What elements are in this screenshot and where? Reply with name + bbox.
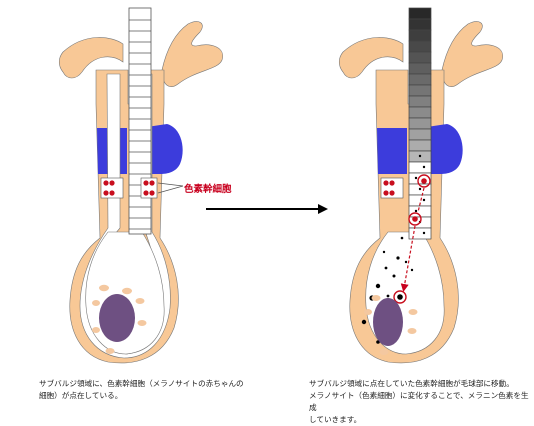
dermal-papilla [373,298,403,346]
melanin-granule [418,187,422,191]
pigmented-segment [408,95,432,108]
hair-shaft-segments [129,19,151,230]
pigmented-segment [408,128,432,141]
epidermis-left [58,37,124,79]
stem-cells-left [100,177,158,199]
pigmented-segment [408,18,432,31]
melanin-granule [422,165,426,169]
dermal-papilla [99,294,135,342]
melanin-granule [418,154,422,158]
melanin-granule [422,231,426,235]
pigmented-segment [408,172,432,185]
epidermis-left [338,37,404,79]
pigmented-segment [408,29,432,42]
bulge-region [377,124,463,174]
pigmented-segment [408,117,432,130]
caption-after: サブバルジ領域に点在していた色素幹細胞が毛球部に移動。 メラノサイト（色素細胞）… [309,379,529,424]
caption-before: サブバルジ領域に、色素幹細胞（メラノサイトの赤ちゃんの 細胞）が点在している。 [39,379,244,400]
follicle-before [58,7,223,364]
epidermis-right [161,21,223,87]
pigmented-segment [408,62,432,75]
pigmented-segment [408,139,432,152]
melanin-granule [414,209,418,213]
melanin-granule [422,198,426,202]
pigmented-segment [408,161,432,174]
pigmented-segment [408,51,432,64]
pigmented-segment [408,7,432,20]
papilla-cells [364,295,418,355]
melanin-granule [414,176,418,180]
pigmented-segment [408,73,432,86]
papilla-cells [92,284,147,354]
pigmented-segment [408,84,432,97]
migration-path [404,187,425,288]
stem-cell-label: 色素幹細胞 [184,184,232,195]
epidermis-right [441,21,503,87]
label-pointer [157,182,184,194]
pigmented-segment [408,40,432,53]
pigmented-segment [408,106,432,119]
pigmented-segment [408,227,432,240]
stem-cells-right [380,177,404,199]
follicle-after [338,7,503,364]
